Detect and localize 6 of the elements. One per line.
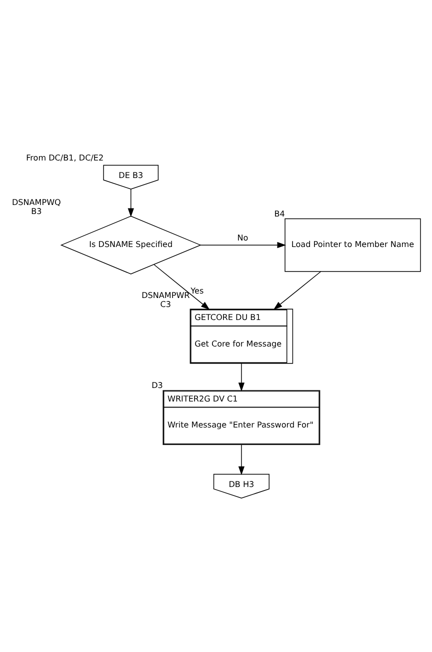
arrow <box>273 271 322 310</box>
arrow <box>200 242 286 248</box>
arrow <box>238 444 245 476</box>
arrow <box>238 363 245 392</box>
arrow <box>128 189 134 218</box>
arrow <box>154 264 210 310</box>
